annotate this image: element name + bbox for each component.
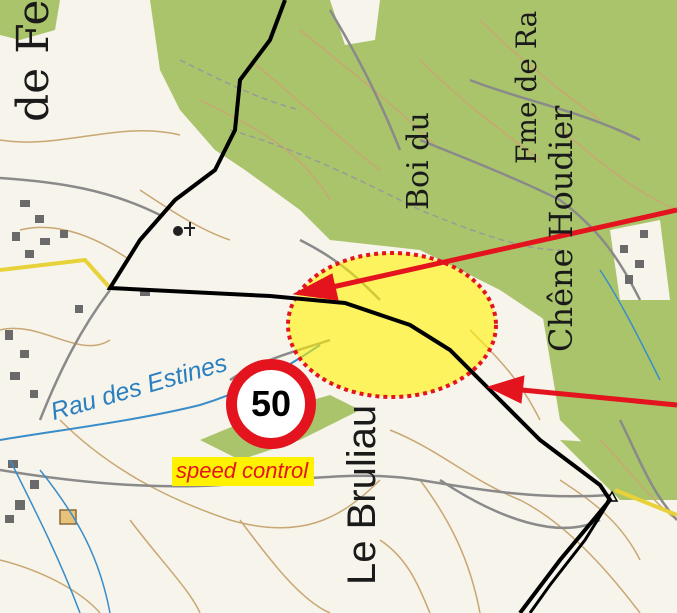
contour-lines bbox=[0, 19, 677, 613]
place-label: Boi du bbox=[401, 112, 436, 210]
place-label: de Fe bbox=[8, 0, 59, 122]
buildings bbox=[5, 200, 648, 523]
church-cross-icon bbox=[173, 222, 195, 236]
place-label: Fme de Ra bbox=[510, 10, 543, 164]
place-label: Le Bruliau bbox=[340, 404, 384, 585]
minor-roads bbox=[0, 9, 677, 530]
main-road bbox=[106, 0, 613, 613]
arrow-icon bbox=[486, 375, 677, 408]
path-dashed bbox=[179, 59, 561, 251]
forest-area bbox=[0, 0, 677, 500]
speed-limit-value: 50 bbox=[250, 383, 292, 424]
arrow-icon bbox=[292, 207, 677, 301]
place-label: Chêne Houdier bbox=[542, 105, 580, 352]
hazard-zone bbox=[286, 251, 498, 399]
speed-limit-sign: 50 bbox=[226, 359, 316, 449]
speed-control-label: speed control bbox=[172, 457, 315, 486]
yellow-road bbox=[0, 257, 112, 290]
